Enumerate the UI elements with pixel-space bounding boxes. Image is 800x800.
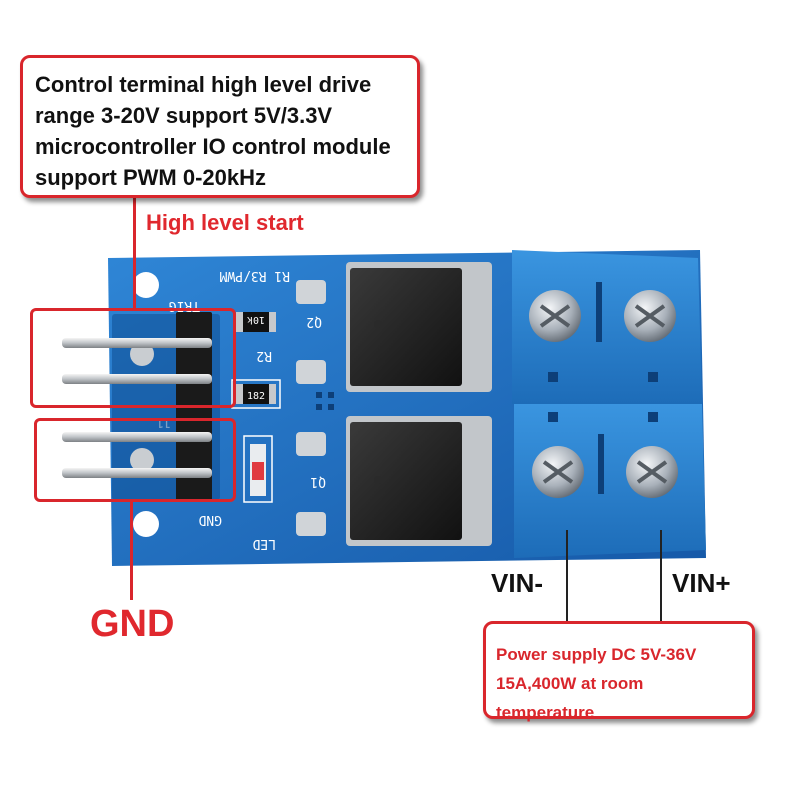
leader-line-vin-minus <box>566 530 568 622</box>
silk-r2: R2 <box>256 348 272 363</box>
header-pin-4 <box>62 468 212 478</box>
header-pin-1 <box>62 338 212 348</box>
resistor-r2-code: 182 <box>247 391 265 402</box>
header-pin-3 <box>62 432 212 442</box>
callout-line: Power supply DC 5V-36V <box>496 645 697 664</box>
callout-line: microcontroller IO control module <box>35 134 391 159</box>
callout-line: range 3-20V support 5V/3.3V <box>35 103 333 128</box>
terminal-block-bottom <box>514 404 706 558</box>
led <box>243 435 273 503</box>
mounting-hole-top <box>133 272 159 298</box>
terminal-block-top <box>512 250 702 404</box>
silk-led: LED <box>252 536 276 551</box>
vias <box>316 392 334 410</box>
silk-q2: Q2 <box>306 314 322 329</box>
gnd-label: GND <box>90 603 175 645</box>
high-level-start-label: High level start <box>146 210 304 235</box>
header-screw-bottom <box>130 448 154 472</box>
mosfet-q1 <box>296 416 492 546</box>
callout-line: Control terminal high level drive <box>35 72 372 97</box>
silk-gnd: GND <box>198 512 222 527</box>
gnd-pins-highlight <box>34 418 236 502</box>
mosfet-q2 <box>296 262 492 392</box>
control-terminal-callout: Control terminal high level drive range … <box>20 55 420 198</box>
silk-pins-header: R1 R3/PWM <box>219 268 290 283</box>
header-pin-2 <box>62 374 212 384</box>
power-supply-callout: Power supply DC 5V-36V 15A,400W at room … <box>483 621 755 722</box>
resistor-r1-code: 10k <box>247 314 265 325</box>
trig-pins-highlight <box>30 308 236 408</box>
mounting-hole-bottom <box>133 511 159 537</box>
silk-q1: Q1 <box>310 474 326 489</box>
leader-line-trig <box>133 196 136 308</box>
resistors: 10k 182 <box>231 312 281 409</box>
vin-minus-label: VIN- <box>491 568 543 598</box>
callout-line: 15A,400W at room temperature <box>496 674 644 722</box>
pin-header <box>62 312 220 502</box>
leader-line-vin-plus <box>660 530 662 622</box>
callout-line: support PWM 0-20kHz <box>35 165 267 190</box>
leader-line-gnd <box>130 502 133 600</box>
vin-plus-label: VIN+ <box>672 568 731 598</box>
